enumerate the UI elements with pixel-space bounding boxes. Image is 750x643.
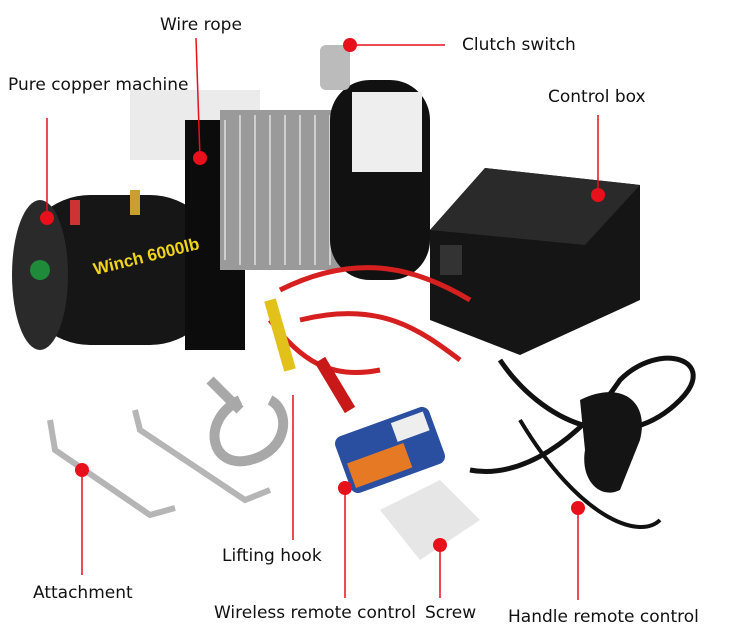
marker-dot [591,188,605,202]
label-clutch-switch: Clutch switch [462,35,576,55]
marker-dot [75,463,89,477]
marker-dot [338,481,352,495]
control-box [430,168,640,355]
winch: Winch 6000lb [12,45,430,350]
label-wireless-remote-control: Wireless remote control [214,603,417,623]
label-wire-rope: Wire rope [160,15,242,35]
label-lifting-hook: Lifting hook [222,546,322,566]
cables [264,265,696,529]
label-pure-copper-machine: Pure copper machine [8,75,189,95]
label-control-box: Control box [548,87,646,107]
marker-dots [40,38,605,552]
attachments [47,409,272,519]
marker-dot [571,501,585,515]
label-attachment: Attachment [33,583,133,603]
marker-dot [193,151,207,165]
handle-remote [580,392,642,493]
screws [380,480,480,560]
marker-dot [343,38,357,52]
label-handle-remote-control: Handle remote control [508,607,699,627]
marker-dot [433,538,447,552]
leader-lines [46,37,599,600]
marker-dot [40,211,54,225]
lifting-hook [206,376,288,467]
wireless-remote [335,406,445,494]
label-screw: Screw [425,603,477,623]
